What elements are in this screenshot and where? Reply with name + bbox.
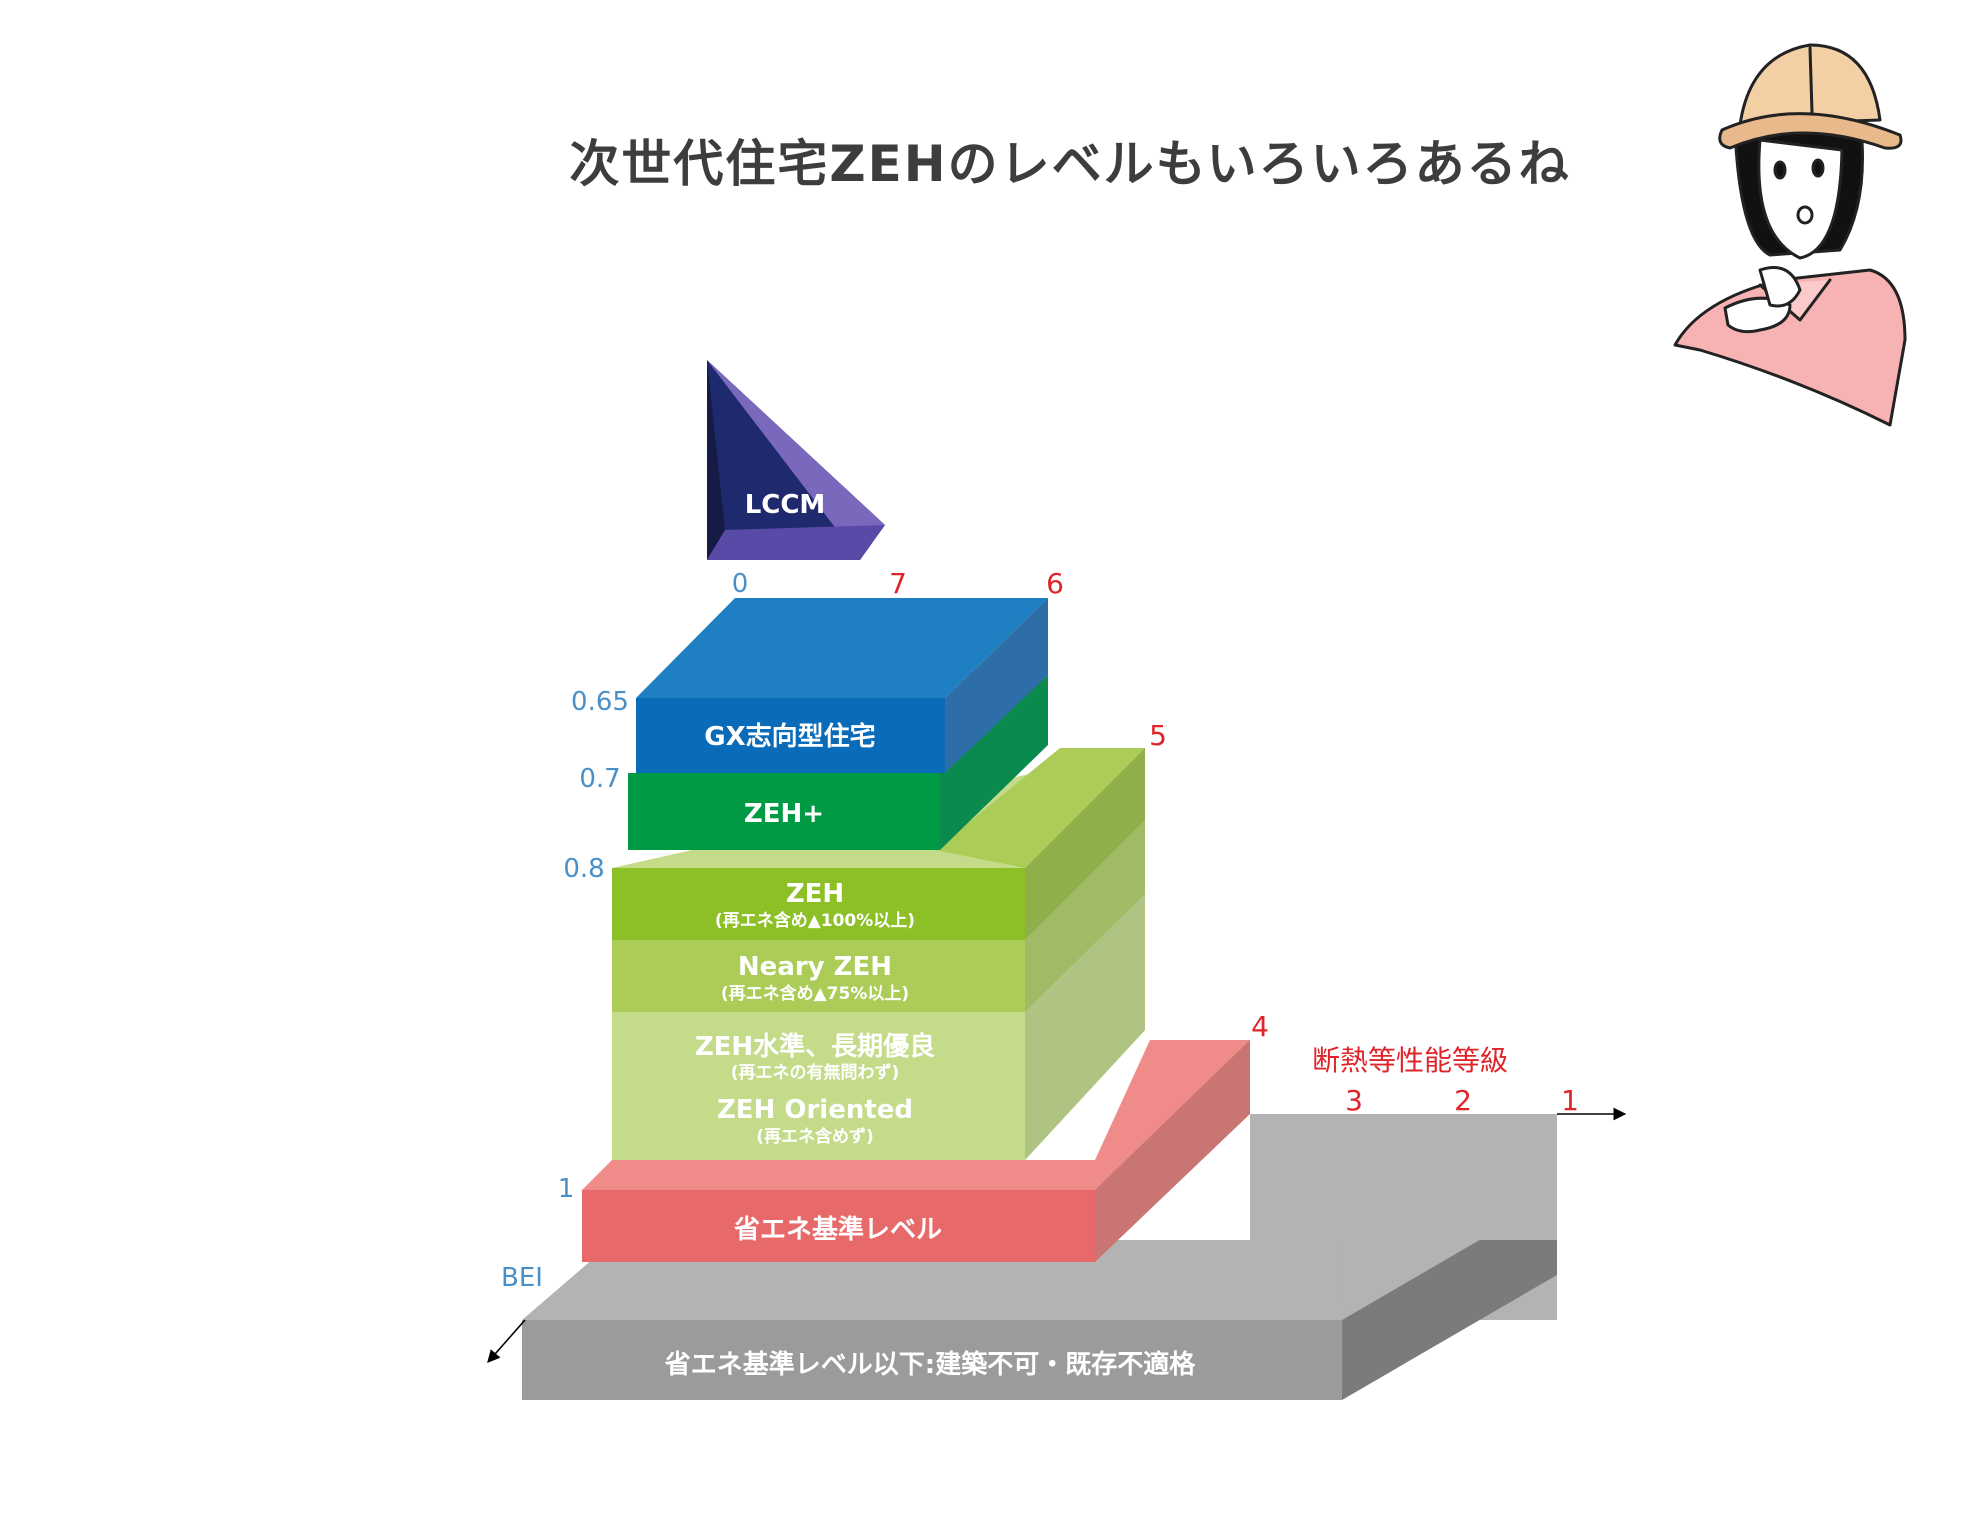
zeh-plus-block: ZEH+ [628, 675, 1048, 850]
lccm-pyramid: LCCM [707, 360, 885, 560]
zeh-tower: ZEH (再エネ含め▲100%以上) Neary ZEH (再エネ含め▲75%以… [612, 748, 1145, 1160]
gx-block: GX志向型住宅 [636, 598, 1048, 773]
character-illustration [1673, 43, 1907, 427]
below-standard-label: 省エネ基準レベル以下:建築不可・既存不適格 [664, 1349, 1196, 1380]
insulation-tick: 2 [1454, 1084, 1472, 1117]
neary-zeh-label: Neary ZEH [738, 952, 892, 982]
zeh-oriented-note: (再エネ含めず) [756, 1126, 874, 1147]
shoene-label: 省エネ基準レベル [733, 1214, 942, 1245]
insulation-tick: 4 [1251, 1010, 1269, 1043]
neary-zeh-note: (再エネ含め▲75%以上) [721, 983, 909, 1004]
below-standard-slab: 省エネ基準レベル以下:建築不可・既存不適格 [522, 1114, 1557, 1400]
zeh-note: (再エネ含め▲100%以上) [715, 910, 915, 931]
bei-axis: BEI 0 0.65 0.7 0.8 1 [487, 569, 749, 1363]
bei-axis-label: BEI [501, 1263, 543, 1293]
bei-tick: 0.8 [563, 854, 604, 884]
bei-tick: 0.7 [579, 764, 620, 794]
zeh-standard-note: (再エネの有無問わず) [731, 1062, 900, 1083]
insulation-axis-label: 断熱等性能等級 [1312, 1044, 1508, 1077]
page-title: 次世代住宅ZEHのレベルもいろいろあるね [569, 135, 1571, 193]
lccm-label: LCCM [745, 490, 826, 520]
insulation-tick: 5 [1149, 719, 1167, 752]
insulation-axis: 断熱等性能等級 7 6 5 4 3 2 1 [889, 567, 1627, 1121]
shoene-slab: 省エネ基準レベル [582, 1040, 1250, 1262]
gx-label: GX志向型住宅 [704, 721, 875, 752]
insulation-tick: 7 [889, 567, 907, 600]
insulation-tick: 3 [1345, 1084, 1363, 1117]
bei-tick: 0.65 [571, 687, 629, 717]
bei-tick: 1 [558, 1174, 575, 1204]
zeh-plus-label: ZEH+ [744, 799, 824, 829]
bei-tick: 0 [732, 569, 749, 599]
zeh-standard-label: ZEH水準、長期優良 [695, 1031, 935, 1062]
zeh-label: ZEH [786, 879, 844, 909]
zeh-oriented-label: ZEH Oriented [717, 1095, 913, 1125]
insulation-tick: 1 [1561, 1084, 1579, 1117]
insulation-tick: 6 [1046, 567, 1064, 600]
